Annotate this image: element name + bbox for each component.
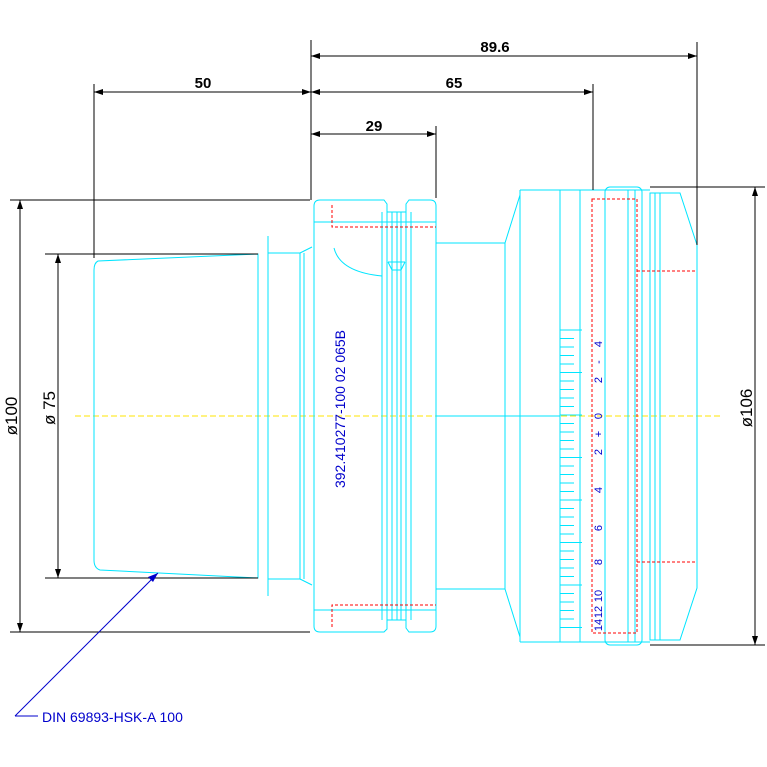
callout-arrow	[148, 573, 158, 582]
hidden-lines	[331, 198, 697, 634]
dia-100-label: ø100	[2, 397, 21, 436]
flange	[313, 199, 437, 633]
scale-label: 0	[593, 413, 605, 419]
dim-29-label: 29	[366, 118, 383, 135]
scale-label: 8	[593, 559, 605, 565]
hsk-shank	[93, 236, 313, 596]
callout-label: DIN 69893-HSK-A 100	[42, 709, 183, 725]
scale-label: 10	[593, 590, 605, 602]
scale-label: 4	[593, 341, 605, 347]
scale-label: 14	[593, 619, 605, 631]
dia-75-label: ø 75	[40, 391, 59, 425]
scale-sign: +	[593, 431, 605, 437]
neck	[436, 194, 560, 638]
scale-label: 4	[593, 487, 605, 493]
dim-50-label: 50	[195, 75, 212, 92]
scale-label: 12	[593, 606, 605, 618]
dim-89-6-label: 89.6	[480, 39, 509, 56]
scale-label: 6	[593, 525, 605, 531]
dim-65-label: 65	[446, 75, 463, 92]
callout-leader	[14, 572, 159, 717]
scale-label: 2	[593, 377, 605, 383]
scale-label: 2	[593, 449, 605, 455]
dia-106-label: ø106	[737, 389, 756, 428]
boring-head	[519, 186, 698, 646]
part-number: 392.410277-100 02 065B	[332, 330, 348, 488]
vernier-scale-ticks	[560, 329, 582, 628]
dimension-lines	[10, 40, 765, 646]
scale-sign: -	[593, 360, 605, 364]
